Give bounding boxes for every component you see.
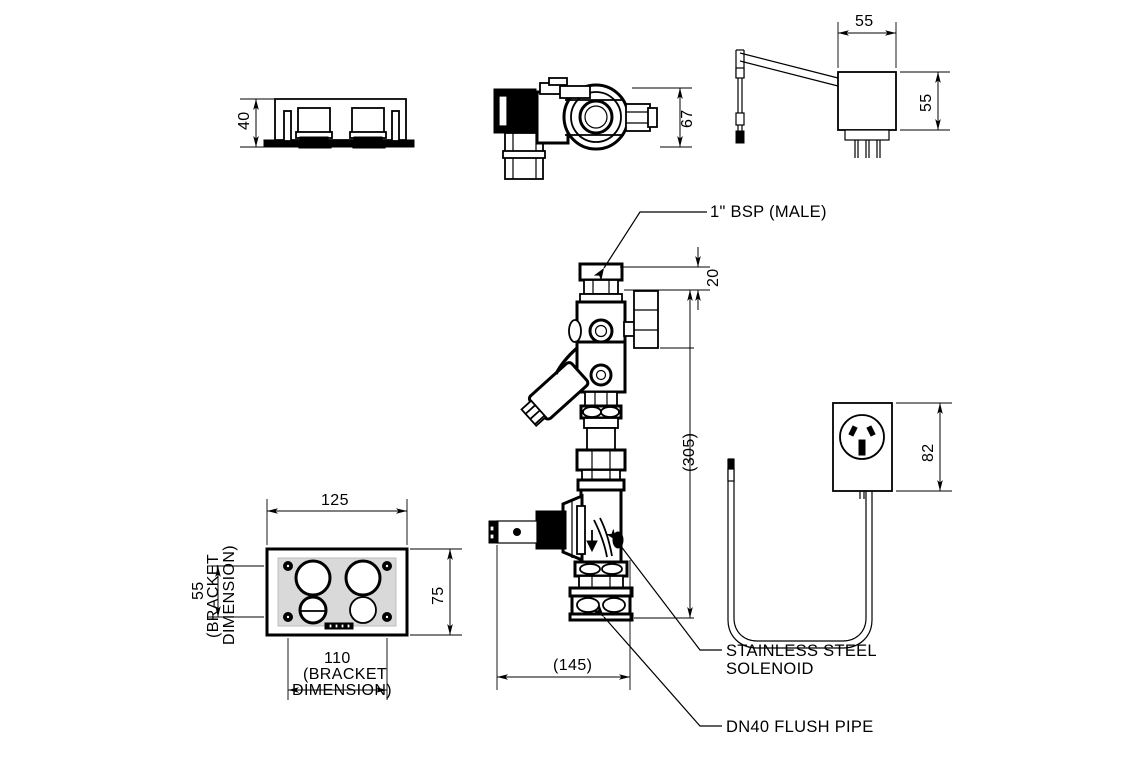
- main-valve-assembly-elevation: 20 (305) (145) 1" BSP (MALE) STAINLESS S…: [488, 203, 877, 736]
- dim-bracket-width: 125: [321, 492, 349, 509]
- plate-side-view: 40: [236, 98, 415, 149]
- dim-plate-height: 40: [236, 111, 253, 130]
- power-outlet-view: 82: [727, 402, 952, 649]
- dim-outlet-height: 82: [920, 443, 937, 462]
- dim-bracket-inner-height: 55: [190, 581, 207, 600]
- callout-flush-pipe: DN40 FLUSH PIPE: [726, 718, 874, 736]
- dim-overall-height: (305): [681, 433, 698, 472]
- callout-solenoid-line2: SOLENOID: [726, 660, 814, 678]
- dim-valve-depth: 67: [679, 109, 696, 128]
- callout-bsp-male: 1" BSP (MALE): [710, 203, 827, 221]
- bracket-note-line1: (BRACKET: [303, 666, 387, 683]
- dim-bracket-height: 75: [430, 586, 447, 605]
- dim-transformer-width: 55: [855, 13, 874, 30]
- bracket-note-v-line1: (BRACKET: [205, 554, 222, 638]
- bracket-note-v-line2: DIMENSION): [221, 545, 238, 645]
- bracket-note-line2: DIMENSION): [292, 682, 392, 699]
- valve-top-view: 67: [493, 77, 696, 180]
- transformer-side-view: 55 55: [735, 13, 950, 158]
- callout-solenoid-line1: STAINLESS STEEL: [726, 642, 877, 660]
- dim-bracket-inner-width: 110: [324, 650, 351, 667]
- dim-transformer-height: 55: [918, 93, 935, 112]
- dim-inlet-thread: 20: [705, 268, 722, 287]
- bracket-front-view: 125 75 110 (BRACKET DIMENSION) 55 (BRACK…: [190, 492, 462, 700]
- dim-offset-from-wall: (145): [553, 657, 592, 674]
